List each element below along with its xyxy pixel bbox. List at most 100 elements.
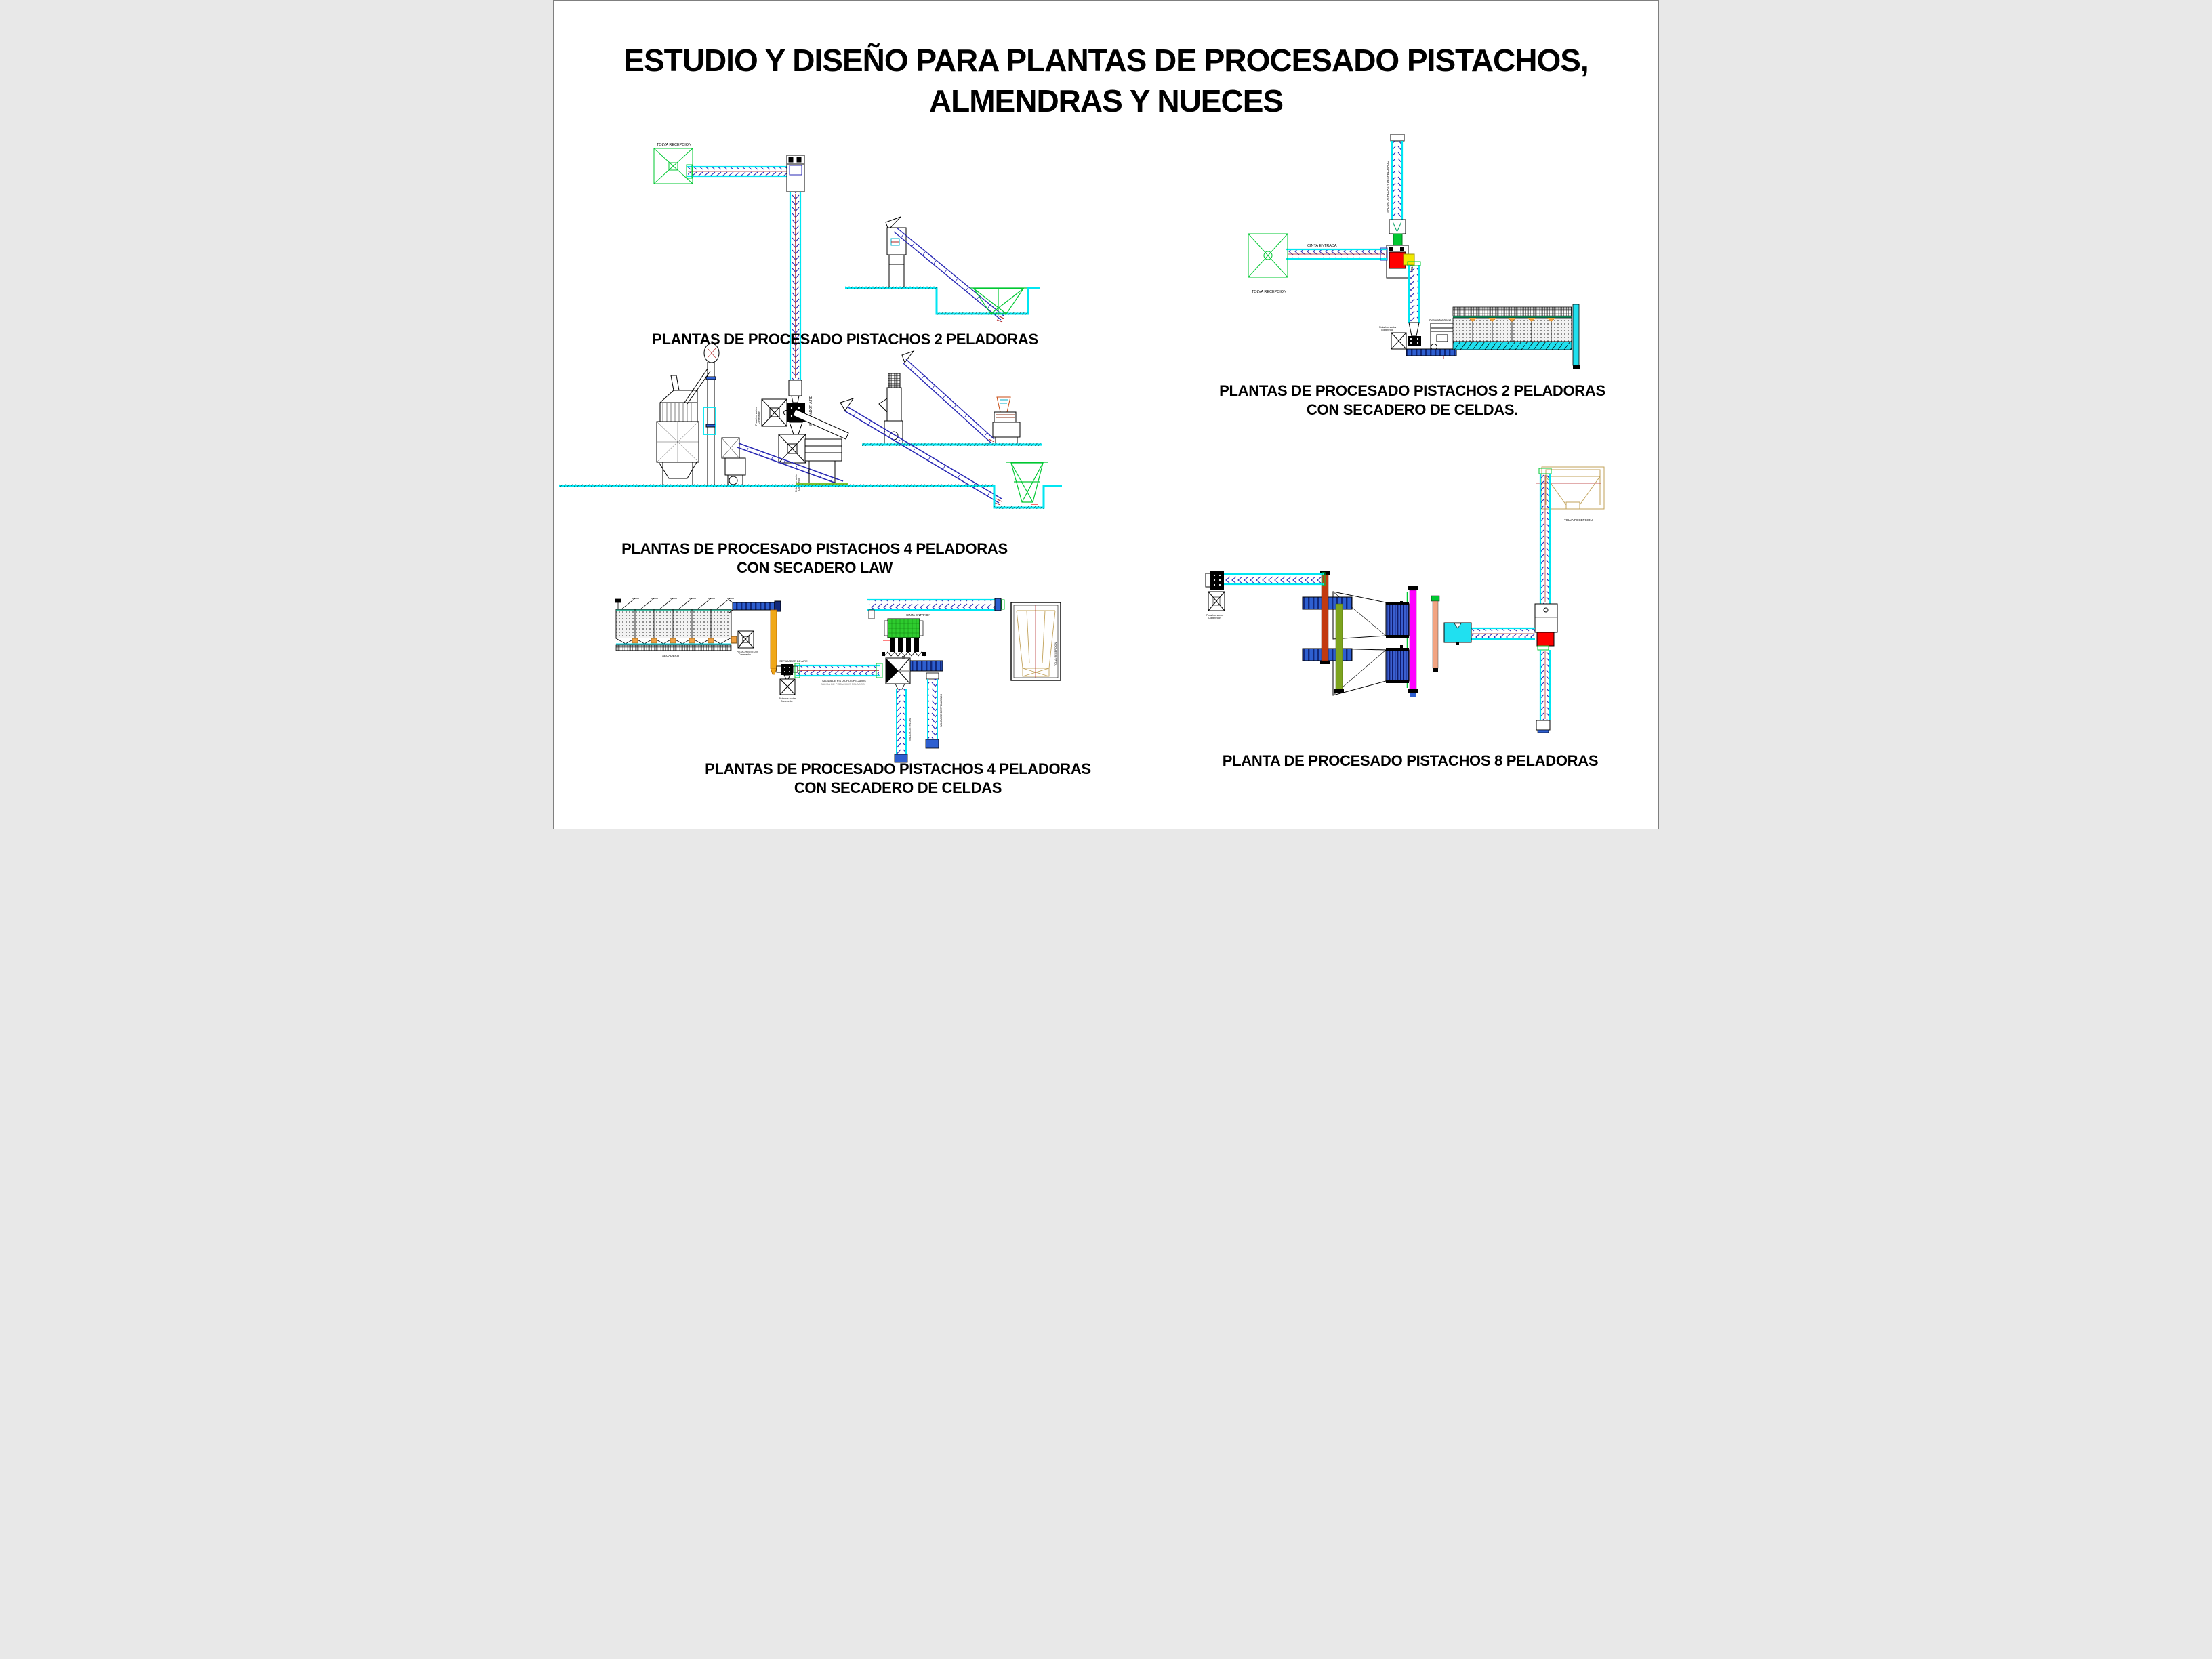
junction-conveyor [1471,627,1535,640]
infeed-machine [1205,571,1225,611]
law-dryer-tower [656,343,720,486]
up-conveyor [1390,134,1405,220]
diagram-4-peladoras-secadero-law [559,343,1062,509]
caption-d3-line1: PLANTAS DE PROCESADO PISTACHOS 4 PELADOR… [621,540,1008,557]
elevator-boot [788,380,802,403]
ground-line-1 [845,286,1040,315]
tolva-vertical-label: TOLVA RECEPCION [1054,642,1057,666]
caption-d1: PLANTAS DE PROCESADO PISTACHOS 2 PELADOR… [652,331,1038,348]
feeder-machine [885,216,907,288]
cell-dryer [615,598,734,651]
dryer-outfeed-belt [728,599,781,614]
contenedor-sucios-label2: Contenedor [781,700,794,703]
diagram-4-peladoras-secadero-celdas: SECADERO PISTACHOS SECOS Contenedor SEPA… [615,598,1061,763]
waste-container [1391,332,1407,350]
peeled-outfeed-conveyor [794,663,883,678]
contenedor-label2: Contenedor [1381,329,1394,331]
salida-despelusado-label: SALIDA DE DESPELUSADO [940,694,943,727]
contenedor-secos-label1: PISTACHOS SECOS [737,651,759,653]
incline-conveyor-a [737,443,844,486]
salida-pelados-label: SALIDA DE PISTACHOS PELADOS [822,679,866,682]
caption-d3: PLANTAS DE PROCESADO PISTACHOS 4 PELADOR… [611,539,1018,577]
section-view-lower [862,350,1042,446]
hopper-and-huller [992,396,1021,445]
salmon-column [1431,595,1440,672]
dirty-pistachio-container [779,674,796,695]
cinta-entrada-conveyor [867,598,1005,619]
contenedor-label1: Pistachos sucios [1379,326,1397,329]
gold-chute [770,609,777,675]
boot-and-separator [1408,322,1421,346]
yellow-transfer [1403,253,1415,266]
cinta-entrada-conveyor [1286,247,1388,261]
cinta-entrada-label: CINTA ENTRADA [906,613,930,617]
tolva-recepcion-label: TOLVA RECEPCION [657,143,691,147]
container-left-label2: Contenedor [758,411,760,424]
empty-shell-container [761,398,789,427]
contenedor-label1: Pistachos sucios [1206,614,1224,617]
green-feeder [1393,233,1403,246]
page-title: ESTUDIO Y DISEÑO PARA PLANTAS DE PROCESA… [554,40,1658,121]
caption-d3-line2: CON SECADERO LAW [737,559,893,576]
contenedor-label2: Contenedor [1208,617,1221,619]
caption-d4: PLANTAS DE PROCESADO PISTACHOS 4 PELADOR… [695,760,1101,798]
caption-d4-line2: CON SECADERO DE CELDAS [794,779,1002,796]
elevator-head [786,155,805,192]
container-bottom-label1: Pistachos sucios [795,474,798,492]
salida-hojas-despelusado-label: SALIDA DE HOJAS Y DESPELUSADO [1386,161,1389,213]
diagram-pistachos-2-peladoras: TOLVA RECEPCION [653,143,1042,492]
hojas-conveyor [894,683,908,763]
wash-tank [1443,622,1472,645]
contenedor-sucios-label1: Pistachos sucios [779,697,796,700]
vent-flaps [615,598,734,610]
right-belt [909,660,943,672]
descending-conveyor [789,192,802,380]
diagram-8-peladoras: TOLVA RECEPCION [1205,466,1605,733]
air-separator [776,664,798,675]
infeed-conveyor [686,164,792,179]
incline-conveyor-2 [901,350,995,444]
generador-label: Generador diesel [1429,319,1451,322]
tolva-recepcion-label: TOLVA RECEPCION [1252,290,1286,294]
page-title-line1: ESTUDIO Y DISEÑO PARA PLANTAS DE PROCESA… [623,43,1589,78]
pit-hopper [970,287,1027,314]
ground-line [559,484,1062,509]
drawing-sheet: ESTUDIO Y DISEÑO PARA PLANTAS DE PROCESA… [553,0,1659,830]
peladora-bank-lower [1385,648,1410,683]
tolva-recepcion-label: TOLVA RECEPCION [1564,518,1593,522]
pit-hopper [1006,462,1048,505]
container-left-label1: Pistachos vacios [755,407,758,426]
secadero-label: SECADERO [662,654,680,657]
caption-d2-line2: CON SECADERO DE CELDAS. [1306,401,1519,418]
separador-aire-label: SEPARADOR AIRE [809,396,813,426]
bowtie-separator [885,657,911,684]
reception-hopper [1248,233,1288,278]
salida-pelados-echo: SALIDA DE PISTACHOS PELADOS [821,682,865,686]
bottom-container [778,422,806,464]
contenedor-secos-label2: Contenedor [739,653,752,656]
incline-conveyor [893,227,1004,321]
olive-column [1334,603,1344,693]
peladora-bank-upper [1385,602,1410,638]
base-machine [721,437,746,486]
down-conveyor [1407,261,1421,323]
caption-d2: PLANTAS DE PROCESADO PISTACHOS 2 PELADOR… [1209,382,1616,419]
elevator-joint [1389,219,1406,234]
peladoras-bank [882,618,926,659]
magenta-column [1408,586,1418,697]
page-title-line2: ALMENDRAS Y NUECES [928,83,1284,119]
separador-de-aire-label: SEPARADOR DE AIRE [779,659,808,663]
caption-d2-line1: PLANTAS DE PROCESADO PISTACHOS 2 PELADOR… [1219,382,1605,399]
caption-d4-line1: PLANTAS DE PROCESADO PISTACHOS 4 PELADOR… [705,760,1091,777]
despelusado-conveyor [925,672,939,749]
transfer-belt [1406,348,1457,356]
conveyor-tip [996,315,1004,323]
diagram-2-peladoras-secadero-celdas: SALIDA DE HOJAS Y DESPELUSADO PELADORA C… [1248,134,1580,369]
dry-pistachio-container [731,630,754,649]
conveyor-b-tip [994,498,1002,506]
salida-hojas-label: SALIDA DE HOJAS [909,718,912,741]
ground-line-2 [862,443,1042,446]
caption-d5: PLANTA DE PROCESADO PISTACHOS 8 PELADORA… [1222,752,1599,769]
infeed-conveyor [1220,572,1326,586]
main-vertical-conveyor [1534,468,1558,733]
